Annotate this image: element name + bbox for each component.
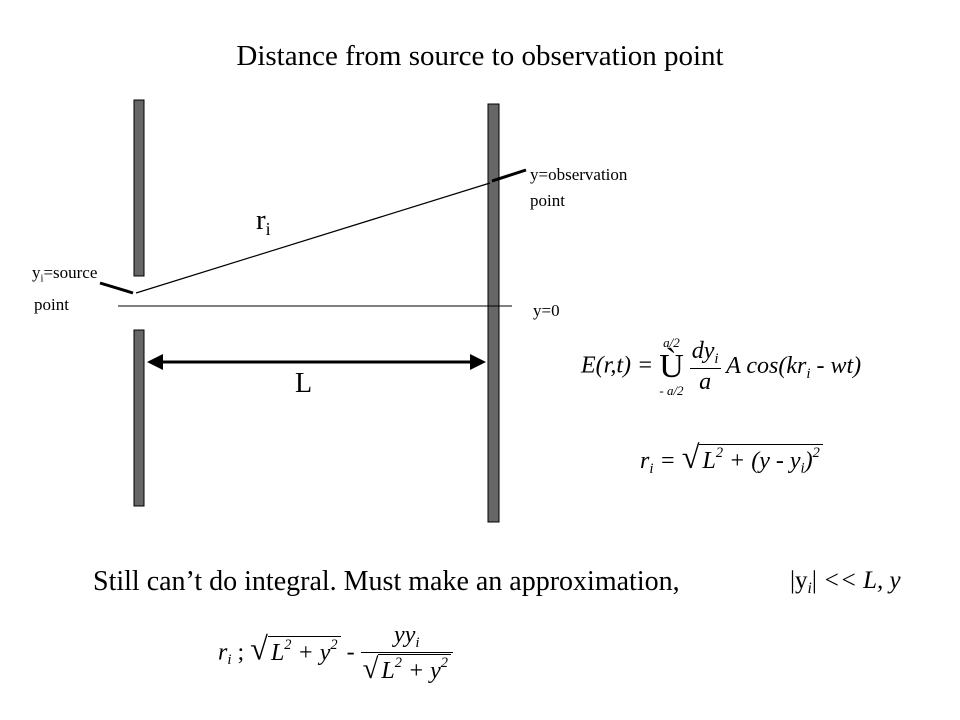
approximation-statement: Still can’t do integral. Must make an ap… — [93, 566, 680, 597]
radical-sign: √ — [250, 631, 268, 668]
right-screen — [487, 103, 500, 523]
observation-point-label: y=observation point — [530, 165, 628, 210]
approx-fraction: yyi √L2 + y2 — [360, 622, 453, 686]
distance-arrow-L-head-left — [147, 354, 163, 370]
left-screen-upper — [133, 99, 145, 277]
radicand: L2 + y2 — [267, 635, 341, 667]
condition-inequality: |yi| << L, y — [790, 567, 901, 597]
source-point-label: yi=source point — [32, 263, 98, 315]
y0-label: y=0 — [533, 301, 560, 320]
radicand: L2 + (y - yi)2 — [699, 444, 823, 478]
pointer-arrow-observation — [491, 168, 527, 183]
dy-over-a-fraction: dyi a — [689, 338, 721, 395]
ray-line-ri — [135, 182, 491, 294]
ri-approximation-equation: ri ; √L2 + y2 - yyi √L2 + y2 — [218, 622, 453, 686]
ri-equation: ri = √L2 + (y - yi)2 — [640, 440, 823, 478]
distance-label-L: L — [295, 368, 313, 399]
ri-label: ri — [256, 204, 271, 239]
distance-arrow-L-head-right — [470, 354, 486, 370]
page-title: Distance from source to observation poin… — [236, 40, 724, 72]
pointer-arrow-source — [99, 281, 134, 295]
left-screen-lower — [133, 329, 145, 507]
integral-symbol: a/2 Ù - a/2 — [659, 335, 684, 398]
radical-sign: √ — [681, 440, 700, 476]
field-integral-equation: E(r,t) = a/2 Ù - a/2 dyi a A cos(kri - w… — [581, 335, 862, 398]
